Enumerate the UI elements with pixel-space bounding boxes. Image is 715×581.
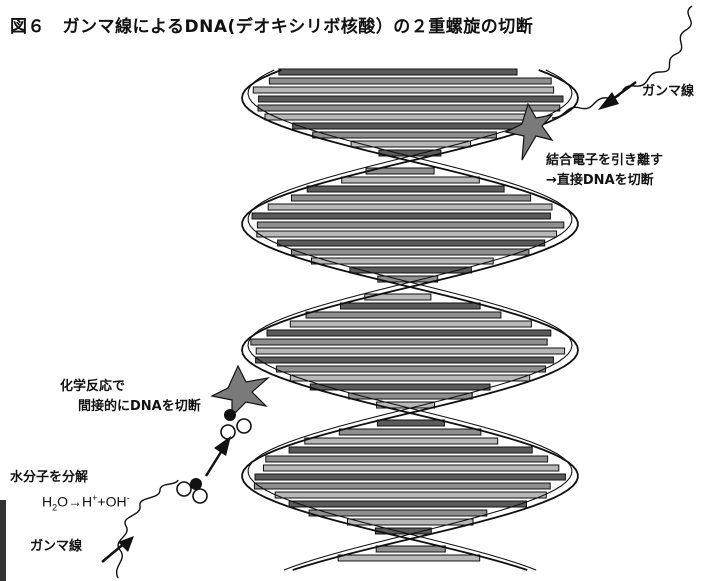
reaction-arrowhead [214, 436, 231, 456]
base-pair-rung [269, 78, 551, 84]
indirect-damage-line-2: 間接的にDNAを切断 [60, 397, 201, 417]
base-pair-rung [341, 303, 481, 309]
eq-h: H [42, 494, 52, 510]
base-pair-rung [268, 204, 552, 210]
base-pair-rung [338, 555, 480, 561]
base-pair-rung [292, 195, 531, 201]
base-pair-rung [252, 213, 550, 219]
base-pair-rung [258, 105, 560, 111]
base-pair-rung [307, 186, 504, 192]
base-pair-rung [256, 348, 564, 354]
eq-o-arrow-h: O→H [57, 494, 92, 510]
base-pair-rung [290, 375, 529, 381]
base-pair-rung [279, 69, 517, 75]
eq-plus-oh: +OH [97, 494, 126, 510]
base-pair-rung [290, 321, 531, 327]
base-pair-rung [267, 330, 551, 336]
gamma-ray-label-bottom: ガンマ線 [30, 535, 82, 554]
base-pair-rung [292, 249, 529, 255]
gamma-ray-label-top: ガンマ線 [642, 80, 694, 99]
gamma-ray-top-wave [552, 6, 692, 118]
base-pair-rung [257, 222, 563, 228]
base-pair-rung [376, 546, 445, 552]
base-pair-rung [348, 519, 474, 525]
base-pair-rung [306, 312, 501, 318]
indirect-damage-label: 化学反応で 間接的にDNAを切断 [60, 377, 201, 417]
base-pair-rung [289, 501, 526, 507]
base-pair-rung [255, 474, 565, 480]
water-decomposition-label: 水分子を分解 H2O→H++OH- [10, 468, 130, 517]
base-pair-rung [251, 339, 547, 345]
base-pair-rung [259, 96, 563, 102]
base-pair-rung [254, 483, 550, 489]
base-pair-rung [289, 447, 532, 453]
base-pair-rung [349, 393, 473, 399]
figure-title: 図６ ガンマ線によるDNA(デオキシリボ核酸）の２重螺旋の切断 [10, 12, 533, 37]
base-pair-rung [276, 366, 545, 372]
base-pair-rung [339, 429, 481, 435]
base-pair-rung [256, 357, 554, 363]
base-pair-rung [377, 420, 444, 426]
direct-damage-label: 結合電子を引き離す →直接DNAを切断 [546, 151, 663, 191]
water-equation: H2O→H++OH- [10, 488, 130, 517]
base-pair-rung [266, 456, 548, 462]
base-pair-rung [264, 465, 559, 471]
base-pair-rung [342, 177, 480, 183]
indirect-damage-line-1: 化学反応で [60, 377, 201, 397]
base-pair-rung [253, 87, 553, 93]
base-pair-rung [293, 123, 528, 129]
scan-edge [0, 500, 6, 581]
gamma-ray-top-arrowhead [598, 92, 619, 110]
eq-minus-charge: - [127, 493, 130, 503]
direct-damage-line-2: →直接DNAを切断 [546, 171, 663, 191]
water-molecule [177, 478, 207, 503]
water-molecule-after [221, 409, 251, 439]
direct-damage-line-1: 結合電子を引き離す [546, 151, 663, 171]
base-pair-rung [305, 438, 498, 444]
base-pair-rung [275, 492, 546, 498]
water-decomposition-line-1: 水分子を分解 [10, 468, 130, 488]
impact-star-bottom [212, 366, 268, 416]
base-pair-rung [278, 240, 545, 246]
base-pair-rung [312, 258, 494, 264]
base-pair-rung [257, 231, 557, 237]
base-pair-rung [313, 132, 497, 138]
base-pair-rung [265, 114, 533, 120]
